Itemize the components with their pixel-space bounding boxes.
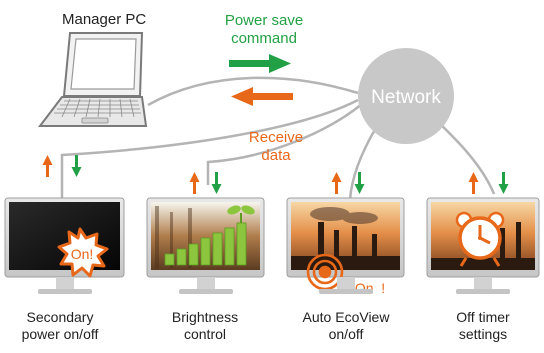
smoke: [310, 207, 378, 224]
captions: Secondary power on/off Brightness contro…: [22, 309, 510, 342]
cable-monitor-2: [206, 103, 363, 185]
cable-manager-pc: [147, 76, 359, 107]
power-save-arrow-icon: [229, 54, 291, 73]
receive-arrow-icon: [231, 87, 293, 106]
forest-trees: [155, 206, 192, 268]
brightness-bars-icon: [164, 222, 247, 266]
monitor-brightness-control: [146, 197, 265, 294]
monitor-secondary-power: On!: [4, 197, 125, 294]
manager-pc-label: Manager PC: [62, 11, 146, 28]
caption-monitor-4-line2: settings: [459, 326, 507, 342]
arrow-pair-monitor-4: [468, 172, 509, 194]
down-arrow-icon: [211, 172, 222, 194]
down-arrow-icon: [71, 155, 82, 177]
network-node: Network: [358, 48, 454, 144]
caption-monitor-3-line2: on/off: [329, 326, 364, 342]
cable-monitor-1: [60, 98, 359, 198]
receive-label-line1: Receive: [249, 129, 303, 146]
sensor-waves-icon: [306, 253, 344, 291]
caption-monitor-1-line1: Secondary: [27, 309, 94, 325]
factory-smokestacks: [431, 222, 535, 270]
arrow-pair-monitor-2: [189, 172, 222, 194]
power-save-label-line2: command: [231, 30, 297, 47]
monitor-off-timer: [426, 197, 540, 294]
up-arrow-icon: [468, 172, 479, 194]
sprout-icon: [227, 205, 255, 223]
up-arrow-icon: [42, 155, 53, 177]
receive-label-line2: data: [261, 147, 291, 164]
down-arrow-icon: [498, 172, 509, 194]
arrow-pair-monitor-3: [331, 172, 365, 194]
factory-smokestacks: [291, 222, 400, 270]
up-arrow-icon: [331, 172, 342, 194]
caption-monitor-4-line1: Off timer: [456, 309, 510, 325]
caption-monitor-3-line1: Auto EcoView: [303, 309, 391, 325]
power-save-label-line1: Power save: [225, 12, 303, 29]
network-cables: [60, 76, 496, 201]
starburst-on-text: On!: [71, 246, 94, 262]
up-arrow-icon: [189, 172, 200, 194]
alarm-clock-icon: [455, 211, 505, 267]
monitor-auto-ecoview: On !: [286, 197, 405, 296]
manager-pc-laptop: [37, 32, 148, 127]
network-label: Network: [371, 87, 441, 108]
starburst-on-icon: On!: [57, 227, 109, 278]
down-arrow-icon: [354, 172, 365, 194]
caption-monitor-2-line1: Brightness: [172, 309, 238, 325]
caption-monitor-2-line2: control: [184, 326, 226, 342]
arrow-pair-monitor-1: [42, 155, 82, 177]
caption-monitor-1-line2: power on/off: [22, 326, 99, 342]
